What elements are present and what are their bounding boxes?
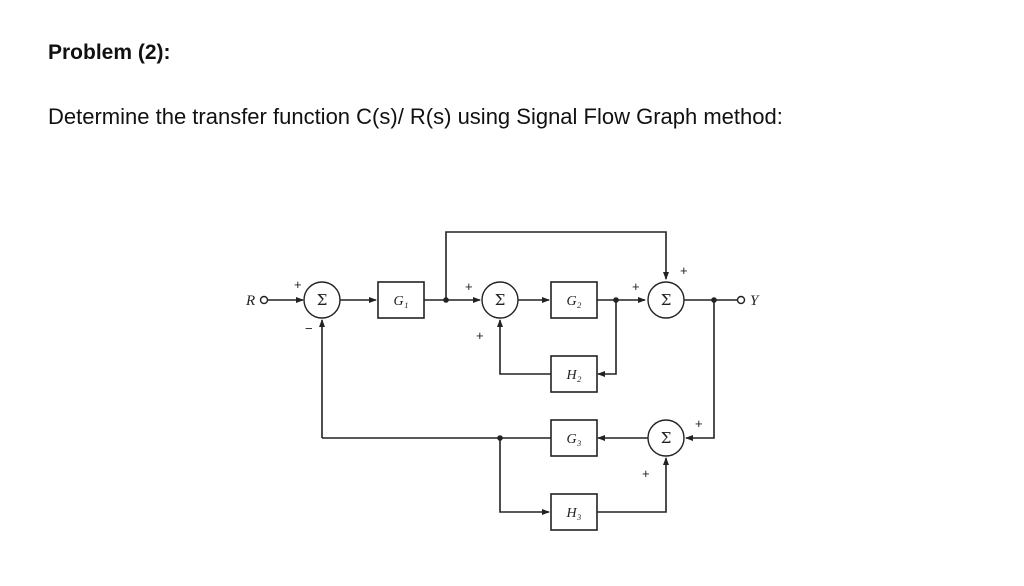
block-g1 bbox=[377, 281, 425, 319]
block-h2-label: H₂ bbox=[566, 368, 582, 383]
summing-junction-3-symbol: Σ bbox=[661, 291, 672, 309]
block-h3-label: H₃ bbox=[566, 506, 582, 521]
block-h3 bbox=[550, 493, 598, 531]
summing-junction-2-symbol: Σ bbox=[495, 291, 506, 309]
summing-junction-4-symbol: Σ bbox=[661, 429, 672, 447]
s4-bottom-plus-sign: + bbox=[642, 466, 650, 481]
wire-to-h2 bbox=[597, 300, 617, 377]
s1-plus-sign: + bbox=[294, 277, 302, 292]
problem-prompt: Determine the transfer function C(s)/ R(… bbox=[48, 104, 783, 129]
s4-right-plus-sign: + bbox=[695, 416, 703, 431]
s2-left-plus-sign: + bbox=[465, 279, 473, 294]
block-g3-label: G₃ bbox=[567, 432, 582, 447]
s3-top-plus-sign: + bbox=[680, 263, 688, 278]
wire-to-h3 bbox=[499, 438, 550, 515]
input-terminal bbox=[259, 295, 269, 305]
input-label: R bbox=[245, 293, 255, 309]
output-label: Y bbox=[750, 293, 760, 309]
block-g1-label: G₁ bbox=[394, 294, 409, 309]
problem-heading: Problem (2): bbox=[48, 41, 171, 64]
s2-bottom-plus-sign: + bbox=[476, 328, 484, 343]
wire-output-to-s4 bbox=[685, 300, 715, 441]
s1-minus-sign: − bbox=[305, 321, 313, 336]
block-g2 bbox=[550, 281, 598, 319]
summing-junction-1-symbol: Σ bbox=[317, 291, 328, 309]
wire-h3-to-s4 bbox=[597, 457, 669, 513]
output-terminal bbox=[736, 295, 746, 305]
s3-left-plus-sign: + bbox=[632, 279, 640, 294]
block-g2-label: G₂ bbox=[567, 294, 582, 309]
feedforward-path bbox=[445, 231, 669, 300]
block-h2 bbox=[550, 355, 598, 393]
wire-h2-to-s2 bbox=[497, 319, 551, 375]
